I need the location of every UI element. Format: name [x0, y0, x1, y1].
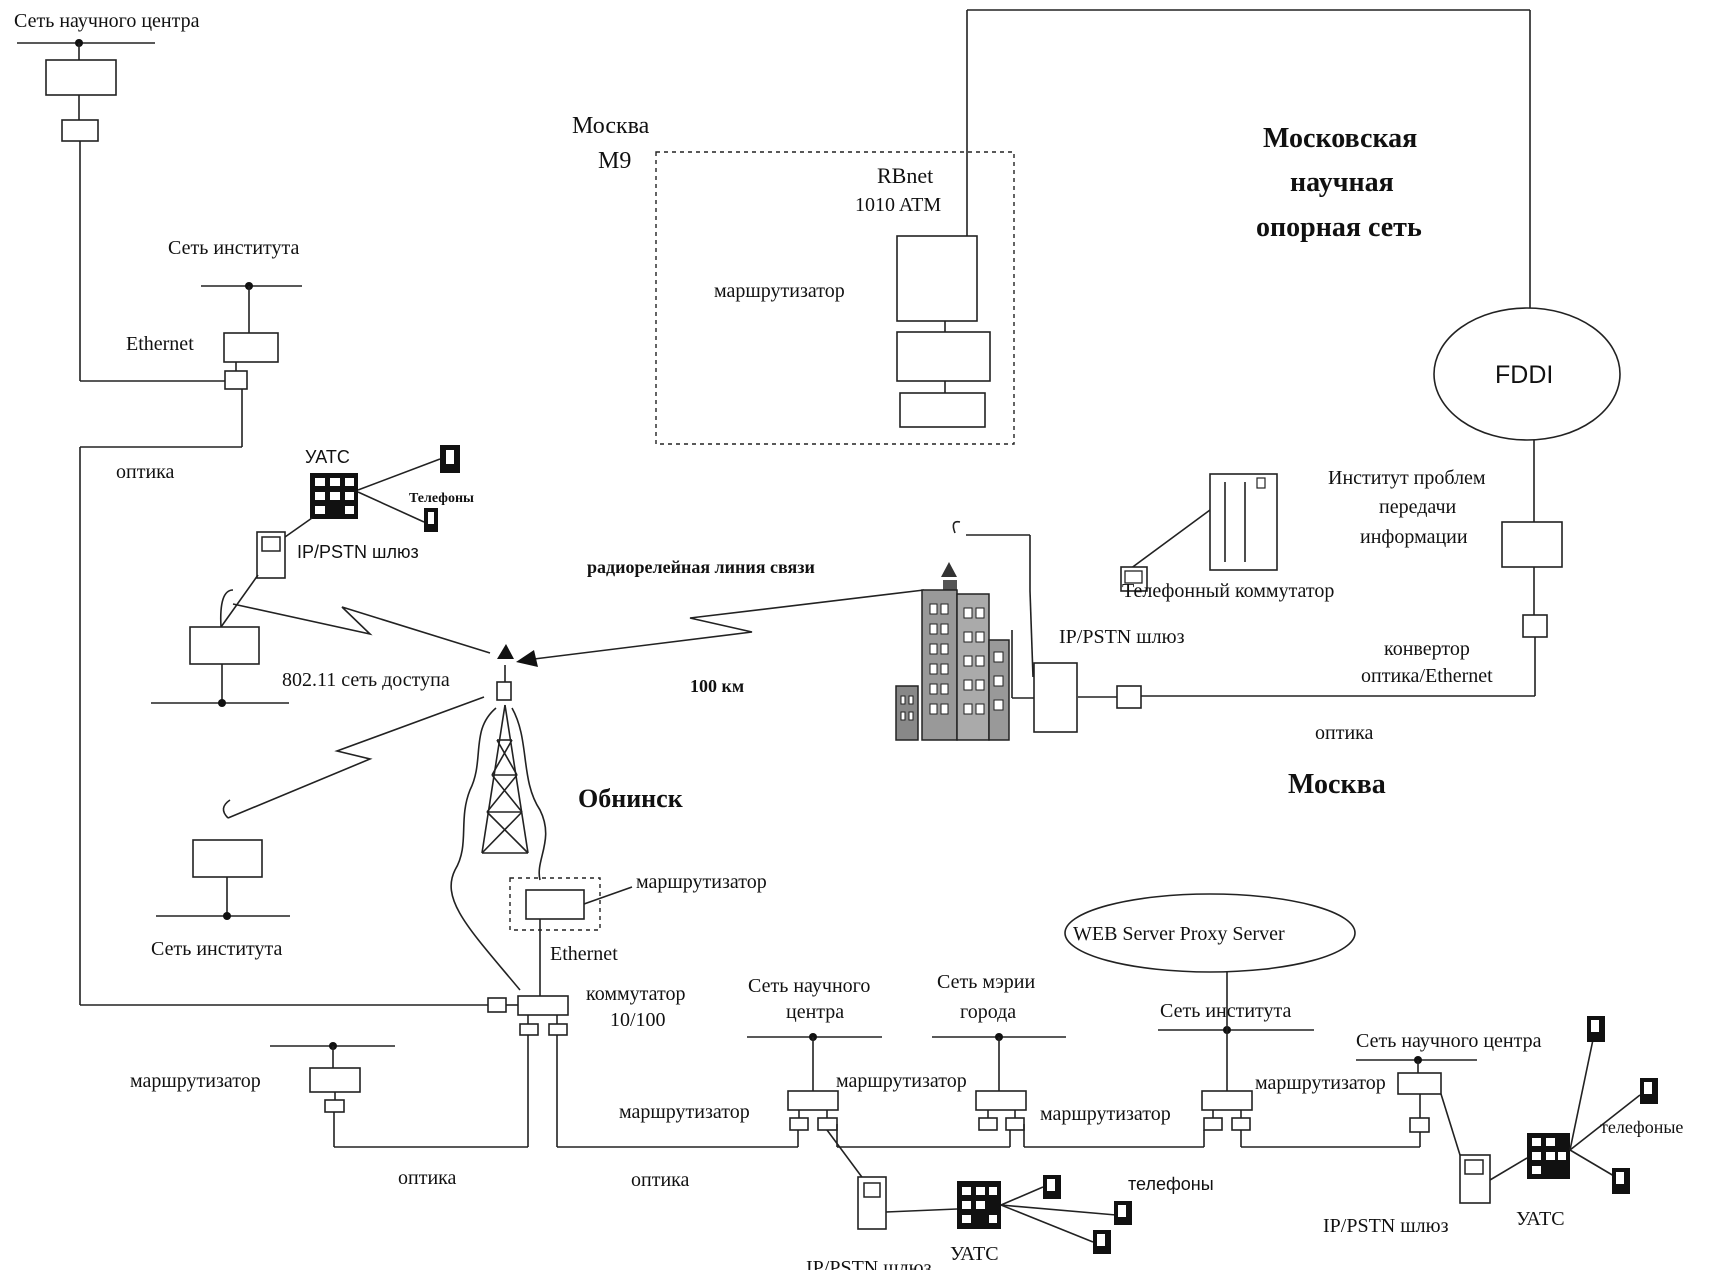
ippstn-msk-label: IP/PSTN шлюз — [1059, 626, 1185, 648]
router-b1-label: маршрутизатор — [619, 1101, 750, 1123]
ippi-label-2: передачи — [1379, 496, 1457, 518]
inst-mid-label: Сеть института — [151, 938, 283, 960]
distance-label: 100 км — [690, 676, 744, 696]
sci-c1-label-1: Сеть научного — [748, 975, 870, 997]
mnos-label-2: научная — [1290, 167, 1394, 198]
moskva-m9-label-1: Москва — [572, 113, 650, 139]
optika-b2-label: оптика — [631, 1169, 690, 1191]
telefony-b2-label: телефоные — [1600, 1117, 1683, 1137]
ippstn-b2-label: IP/PSTN шлюз — [1323, 1215, 1449, 1237]
mnos-label-3: опорная сеть — [1256, 212, 1422, 243]
radio-relay-label: радиорелейная линия связи — [587, 557, 815, 577]
router-obninsk-label: маршрутизатор — [636, 871, 767, 893]
optika-b1-label: оптика — [398, 1167, 457, 1189]
inst-bottom-label: Сеть института — [1160, 1000, 1292, 1022]
uats-b1-label: УАТС — [950, 1243, 999, 1265]
inst-top-label: Сеть института — [168, 237, 300, 259]
uats-b2-label: УАТС — [1516, 1208, 1565, 1230]
ippstn-b1-label: IP/PSTN шлюз — [806, 1257, 932, 1270]
ippi-label-1: Институт проблем — [1328, 467, 1486, 489]
optika-msk-label: оптика — [1315, 722, 1374, 744]
router-m9-label: маршрутизатор — [714, 280, 845, 302]
optika-left-label: оптика — [116, 461, 175, 483]
ethernet-top-label: Ethernet — [126, 333, 194, 355]
sci-c1-label-2: центра — [786, 1001, 844, 1023]
access-802-label: 802.11 сеть доступа — [282, 669, 450, 691]
mayor-label-1: Сеть мэрии — [937, 971, 1036, 993]
switch-label-1: коммутатор — [586, 983, 685, 1005]
obninsk-label: Обнинск — [578, 784, 683, 813]
router-b2-label: маршрутизатор — [836, 1070, 967, 1092]
uats-top-label: УАТС — [305, 447, 350, 467]
sci-center-router-box — [45, 59, 117, 96]
rbnet-label: RBnet — [877, 163, 933, 188]
ippi-label-3: информации — [1360, 526, 1468, 548]
mayor-label-2: города — [960, 1001, 1016, 1023]
ippstn-top-label: IP/PSTN шлюз — [297, 542, 419, 562]
fddi-label: FDDI — [1495, 361, 1553, 389]
mnos-label-1: Московская — [1263, 123, 1417, 154]
conv-label-1: конвертор — [1384, 638, 1470, 660]
web-proxy-label: WEB Server Proxy Server — [1073, 923, 1285, 945]
router-b3-label: маршрутизатор — [1040, 1103, 1171, 1125]
conv-label-2: оптика/Ethernet — [1361, 665, 1493, 687]
sci-c2-label: Сеть научного центра — [1356, 1030, 1542, 1052]
moskva-label: Москва — [1288, 769, 1386, 800]
tel-switch-label: Телефонный коммутатор — [1122, 580, 1334, 602]
telefony-top-label: Телефоны — [409, 491, 474, 506]
moskva-m9-label-2: М9 — [598, 148, 631, 174]
atm-label: 1010 ATM — [855, 194, 941, 216]
switch-label-2: 10/100 — [610, 1009, 666, 1031]
sci-center-tl-label: Сеть научного центра — [14, 10, 200, 32]
city-buildings-icon — [895, 562, 1010, 741]
router-left-bottom-label: маршрутизатор — [130, 1070, 261, 1092]
router-b4-label: маршрутизатор — [1255, 1072, 1386, 1094]
telefony-b1-label: телефоны — [1128, 1174, 1214, 1194]
ethernet-obninsk-label: Ethernet — [550, 943, 618, 965]
